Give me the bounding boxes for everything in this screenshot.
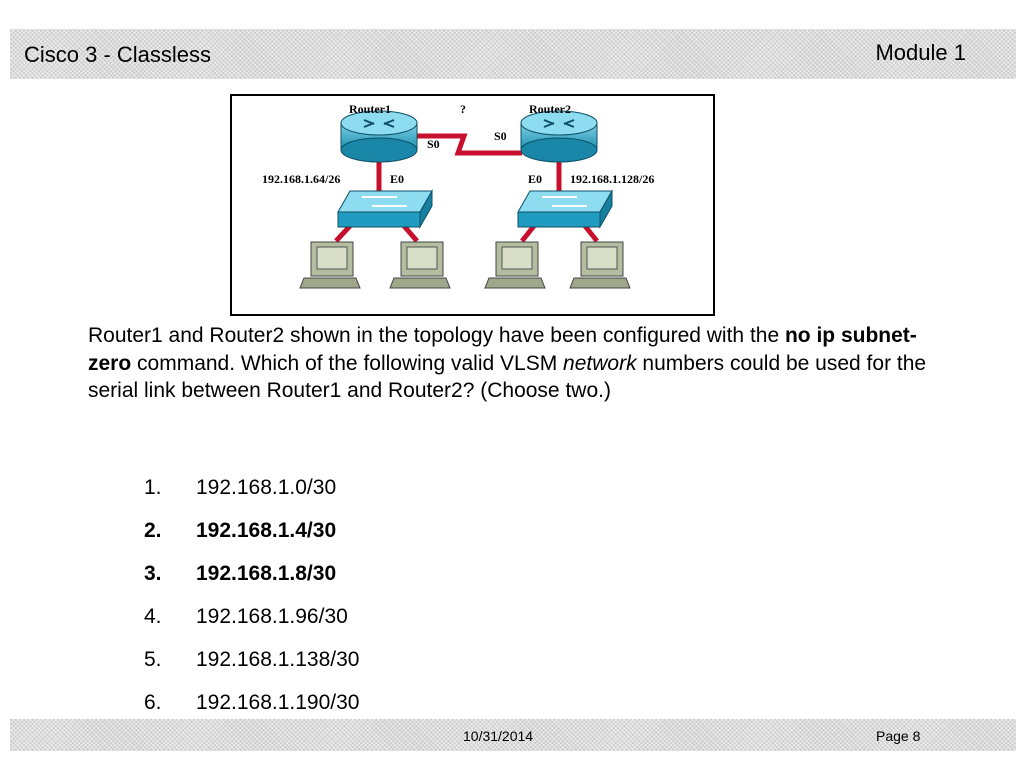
- link-lines: [334, 133, 599, 243]
- answer-text: 192.168.1.4/30: [196, 519, 337, 542]
- answer-number: 1.: [144, 476, 162, 499]
- switch1-icon: [337, 189, 433, 229]
- network-topology-figure: Router1 ? Router2 S0 S0 192.168.1.64/26 …: [230, 94, 715, 316]
- router2-icon: [520, 110, 598, 163]
- question-emphasis: network: [563, 351, 637, 375]
- answer-number: 4.: [144, 605, 162, 628]
- header-module: Module 1: [875, 40, 966, 65]
- r1-serial-label: S0: [427, 137, 440, 151]
- answer-option-4: 4. 192.168.1.96/30: [144, 605, 360, 648]
- answer-option-6: 6. 192.168.1.190/30: [144, 691, 360, 734]
- answer-number: 5.: [144, 648, 162, 671]
- question-part1: Router1 and Router2 shown in the topolog…: [88, 324, 785, 347]
- answer-text: 192.168.1.96/30: [196, 605, 348, 628]
- switch2-pc3-link: [520, 224, 536, 243]
- answer-number: 6.: [144, 691, 162, 714]
- r1-network-label: 192.168.1.64/26: [262, 172, 340, 186]
- answer-text: 192.168.1.190/30: [196, 691, 360, 714]
- link-question-label: ?: [460, 102, 466, 116]
- answer-option-2: 2. 192.168.1.4/30: [144, 519, 360, 562]
- question-part2: command. Which of the following valid VL…: [131, 351, 564, 375]
- answer-option-1: 1. 192.168.1.0/30: [144, 476, 360, 519]
- r2-ethernet-label: E0: [528, 172, 542, 186]
- slide-header: Cisco 3 - Classless Module 1: [10, 29, 1016, 79]
- switch1-pc1-link: [334, 224, 352, 243]
- pc2-icon: [389, 241, 451, 289]
- answer-text: 192.168.1.138/30: [196, 648, 360, 671]
- question-command: no ip subnet-zero: [88, 324, 917, 375]
- footer-page-number: Page 8: [876, 728, 921, 744]
- router1-icon: [340, 110, 418, 163]
- question-text: Router1 and Router2 shown in the topolog…: [88, 322, 948, 405]
- serial-link: [417, 133, 522, 156]
- answer-number: 3.: [144, 562, 162, 585]
- pc1-icon: [299, 241, 361, 289]
- switch2-pc4-link: [583, 224, 599, 243]
- answer-option-3: 3. 192.168.1.8/30: [144, 562, 360, 605]
- switch2-icon: [517, 189, 613, 229]
- r2-network-label: 192.168.1.128/26: [570, 172, 654, 186]
- r2-serial-label: S0: [494, 129, 507, 143]
- switch1-pc2-link: [402, 224, 419, 243]
- router2-label: Router2: [529, 102, 571, 116]
- answer-text: 192.168.1.8/30: [196, 562, 337, 585]
- topology-diagram: Router1 ? Router2 S0 S0 192.168.1.64/26 …: [262, 102, 654, 289]
- router1-label: Router1: [349, 102, 391, 116]
- pc3-icon: [484, 241, 546, 289]
- answer-list: 1. 192.168.1.0/30 2. 192.168.1.4/30 3. 192.…: [144, 476, 360, 734]
- answer-text: 192.168.1.0/30: [196, 476, 337, 499]
- slide-footer: 10/31/2014 Page 8: [10, 719, 1016, 751]
- question-part3: numbers could be used for the serial lin…: [88, 351, 927, 403]
- answer-number: 2.: [144, 519, 162, 542]
- header-title: Cisco 3 - Classless: [24, 42, 212, 67]
- r1-ethernet-label: E0: [390, 172, 404, 186]
- answer-option-5: 5. 192.168.1.138/30: [144, 648, 360, 691]
- pc4-icon: [569, 241, 631, 289]
- footer-date: 10/31/2014: [463, 728, 534, 744]
